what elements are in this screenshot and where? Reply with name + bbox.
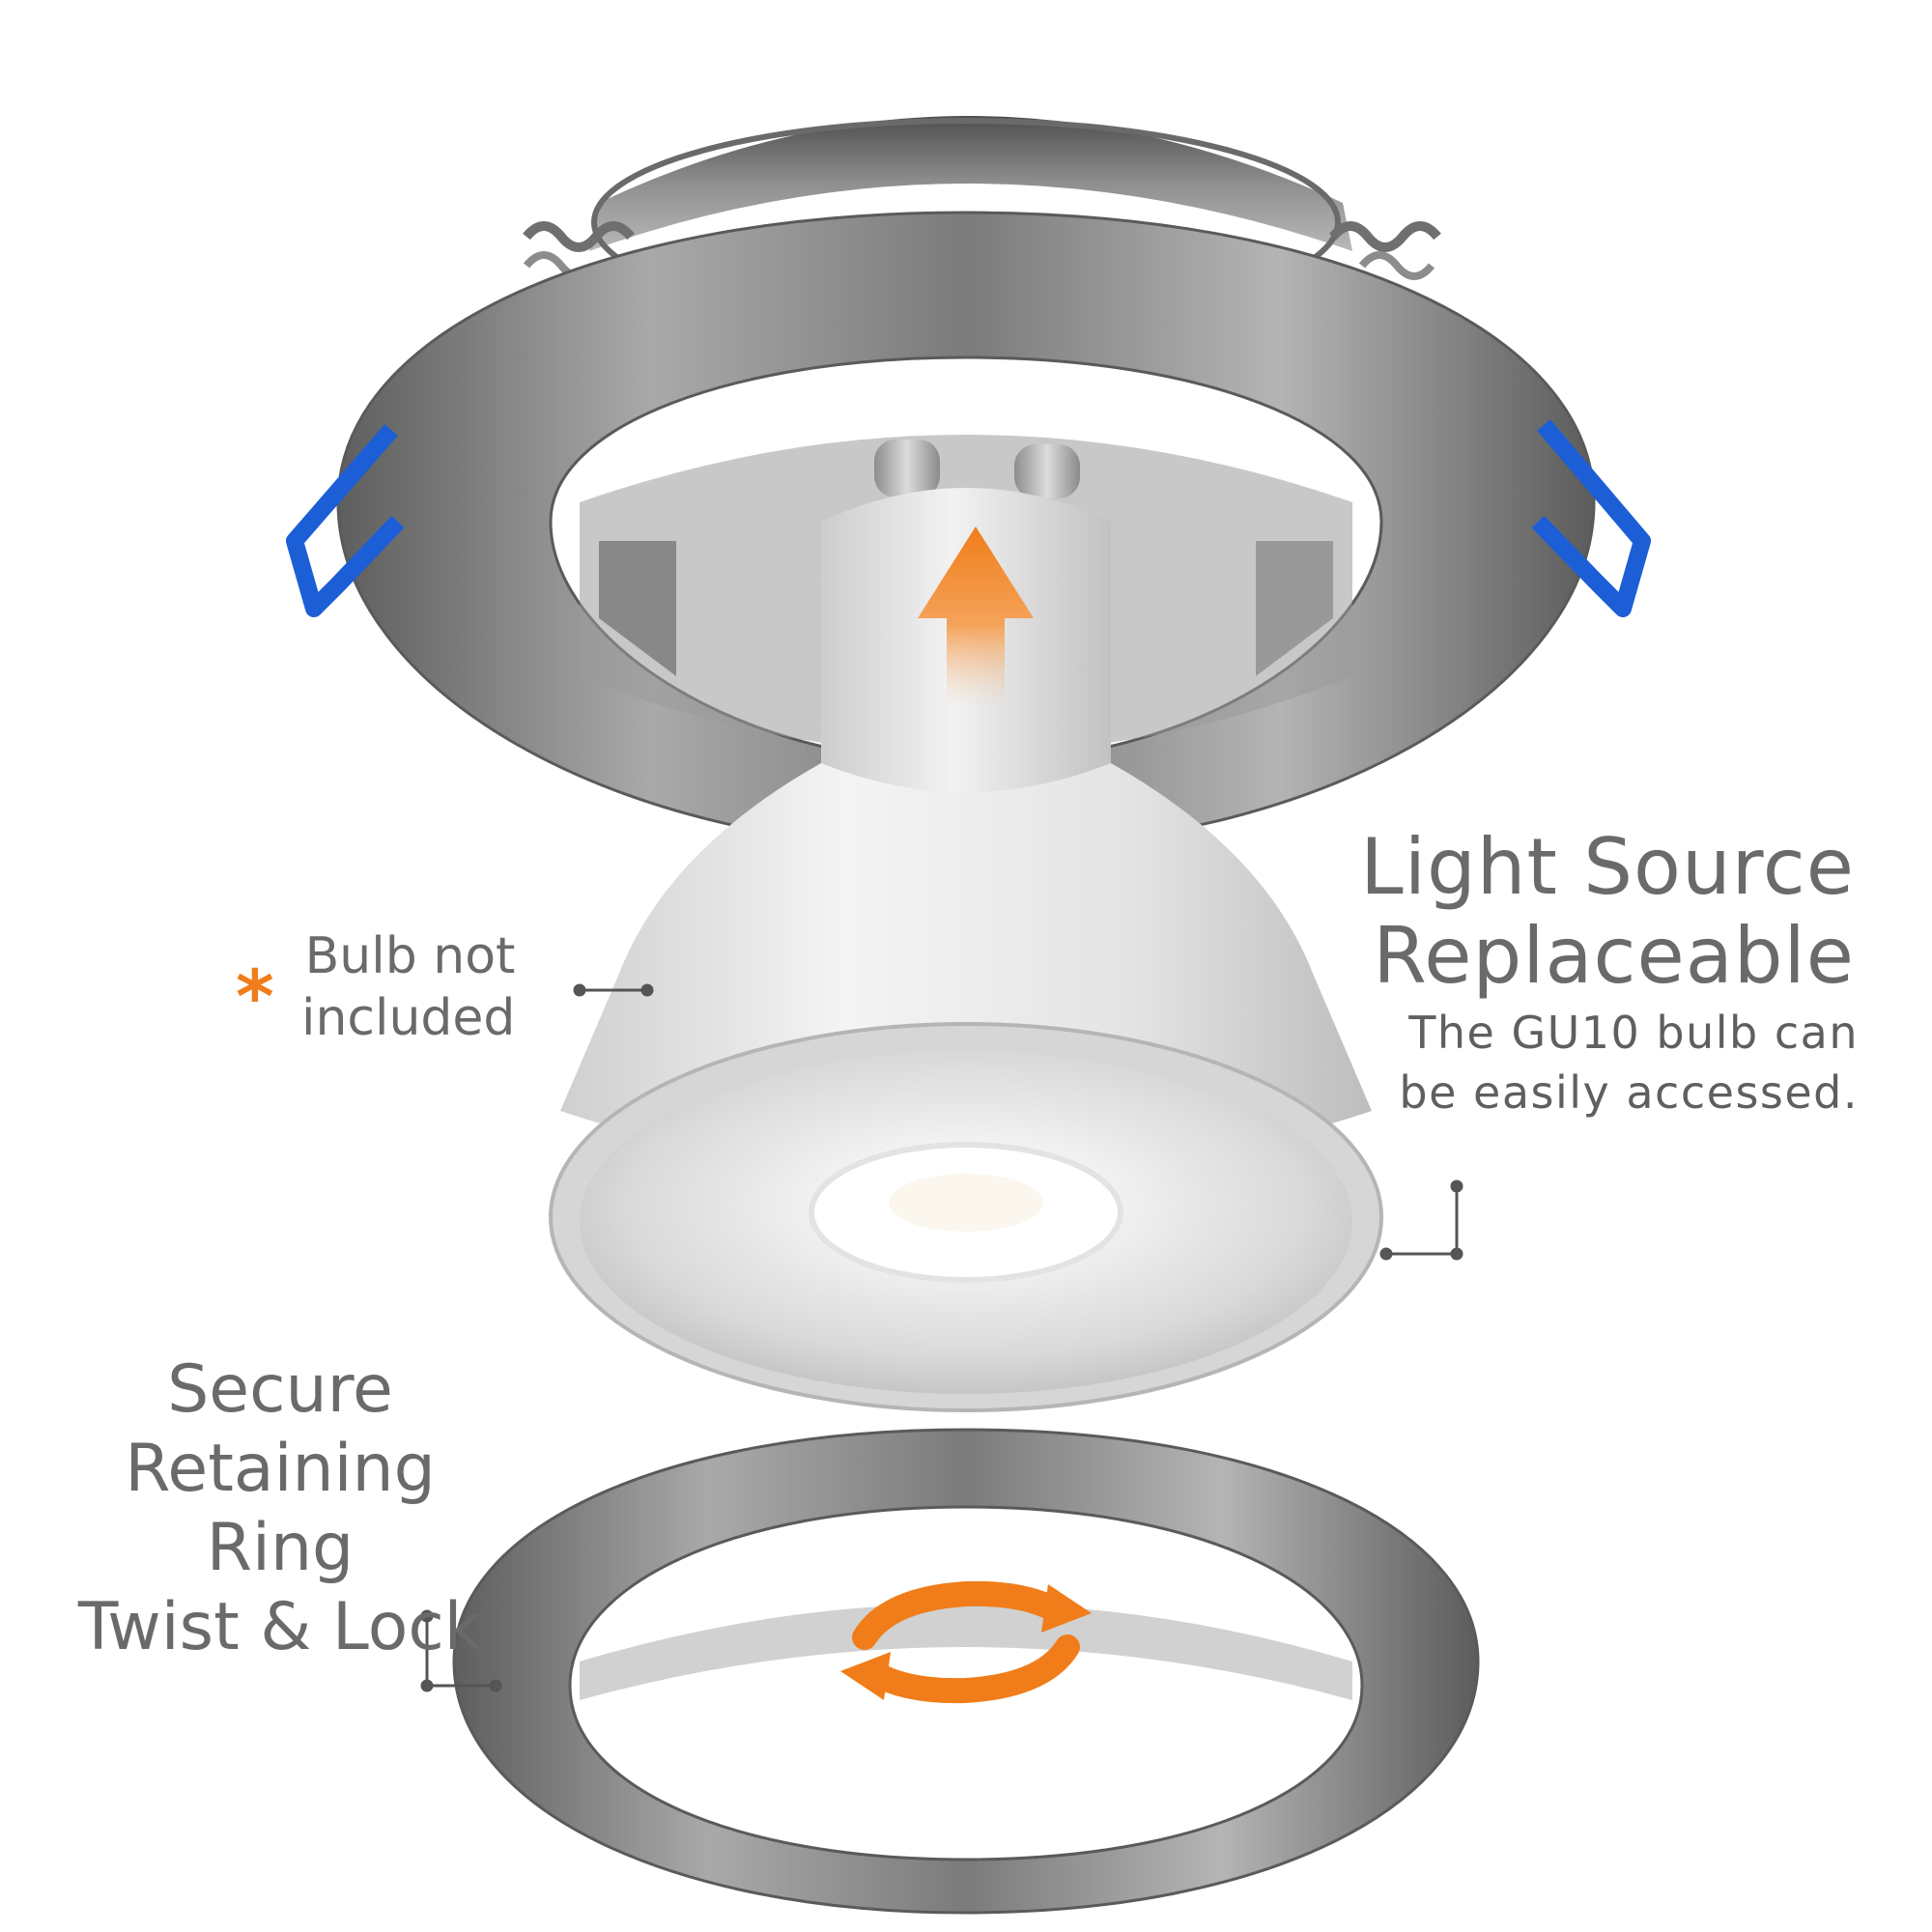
subtext-line-1: The GU10 bulb can (1408, 1007, 1859, 1059)
arrow-up-icon (918, 526, 1034, 705)
retaining-ring (452, 1428, 1480, 1915)
leader-lines (420, 983, 1463, 1692)
headline: Light Source Replaceable (1360, 823, 1855, 1001)
asterisk-icon: * (236, 953, 274, 1039)
ring-note: Secure Retaining Ring Twist & Lock (68, 1350, 493, 1667)
ring-note-line-3: Twist & Lock (77, 1589, 483, 1665)
headline-line-2: Replaceable (1373, 911, 1855, 1001)
spring-right (1329, 221, 1441, 280)
clip-left-icon (286, 424, 405, 617)
ring-note-line-2: Retaining Ring (125, 1431, 436, 1586)
clip-right-icon (1531, 419, 1651, 617)
ring-note-line-1: Secure (167, 1351, 393, 1428)
bulb-note-line-1: Bulb not (304, 927, 516, 985)
rotate-icon (852, 1580, 1080, 1704)
headline-line-1: Light Source (1360, 822, 1855, 912)
bulb-note: Bulb not included (301, 925, 515, 1049)
subtext-line-2: be easily accessed. (1399, 1066, 1859, 1119)
bulb-note-line-2: included (301, 989, 516, 1047)
subtext: The GU10 bulb can be easily accessed. (1399, 1003, 1859, 1122)
gu10-bulb (549, 440, 1383, 1412)
